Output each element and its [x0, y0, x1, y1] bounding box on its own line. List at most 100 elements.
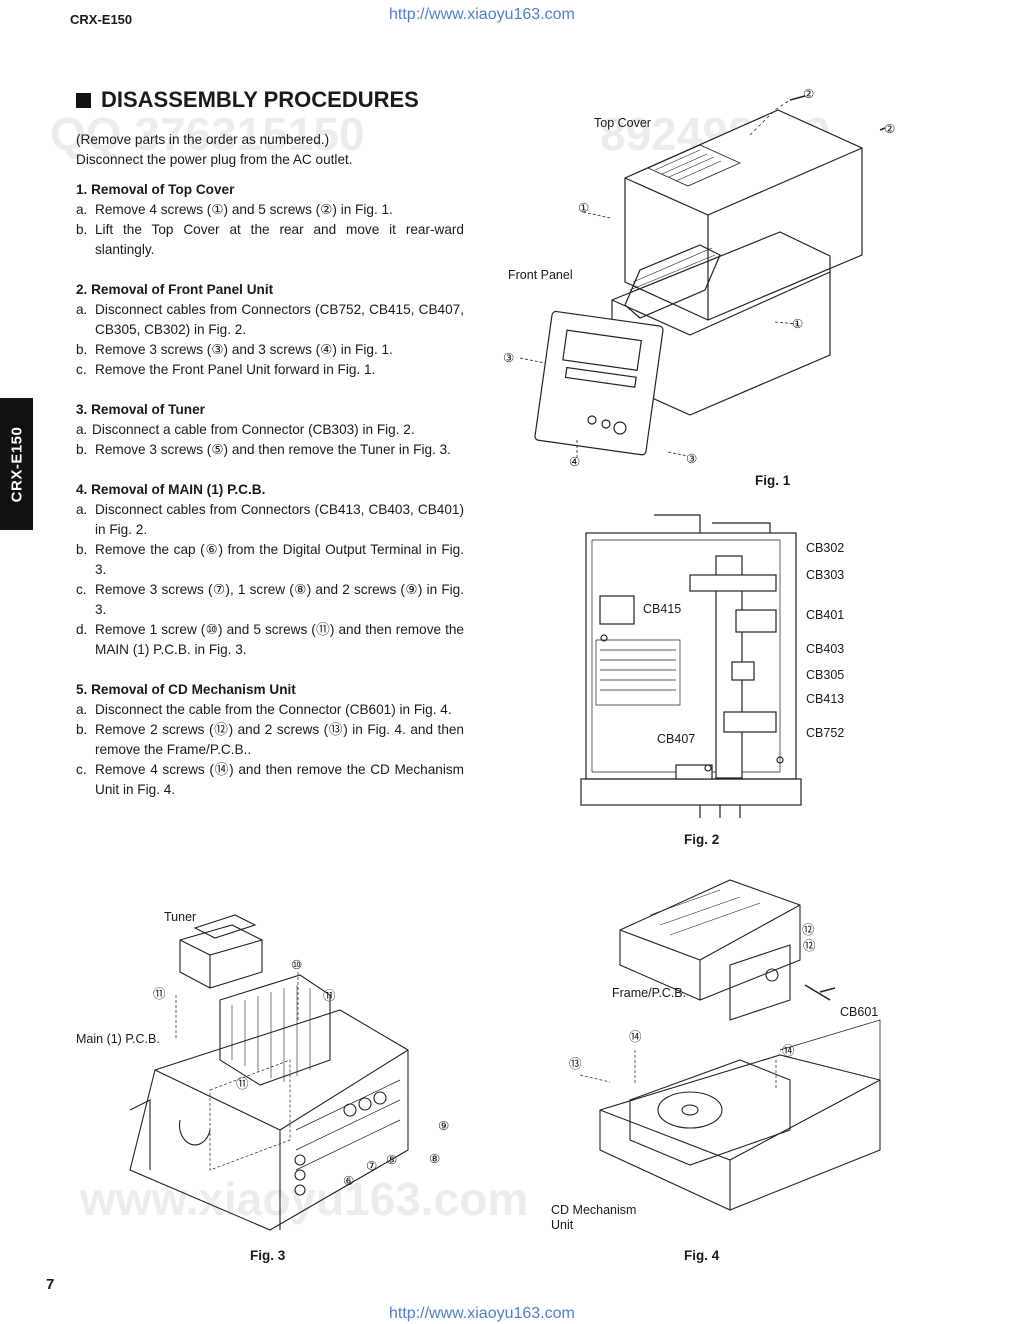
- fig1-callout-2: ②: [884, 122, 896, 136]
- fig4-label-frame-pcb: Frame/P.C.B.: [612, 986, 687, 1000]
- step: b. Lift the Top Cover at the rear and mov…: [76, 220, 464, 260]
- fig1-drawing: [519, 95, 886, 458]
- fig3-caption: Fig. 3: [250, 1248, 286, 1263]
- fig2-caption: Fig. 2: [684, 832, 720, 847]
- fig1-callout-3: ③: [503, 351, 515, 365]
- step-marker: b.: [76, 442, 88, 457]
- fig2-label-cb415: CB415: [643, 602, 682, 616]
- header-model: CRX-E150: [70, 12, 133, 27]
- fig2-label-cb403: CB403: [806, 642, 845, 656]
- fig1-caption: Fig. 1: [755, 473, 791, 488]
- fig4-callout-14: ⑭: [629, 1030, 642, 1044]
- step-marker: b.: [76, 222, 88, 237]
- step-marker: a.: [76, 702, 88, 717]
- intro-line2: Disconnect the power plug from the AC ou…: [76, 152, 353, 167]
- footer-url[interactable]: http://www.xiaoyu163.com: [389, 1305, 575, 1322]
- step-marker: b.: [76, 342, 88, 357]
- step-text: Remove the cap (⑥) from the Digital Outp…: [95, 542, 464, 577]
- step: a. Disconnect the cable from the Connecto…: [76, 700, 464, 720]
- step-text: Remove 2 screws (⑫) and 2 screws (⑬) in …: [95, 722, 464, 757]
- fig2-label-cb303: CB303: [806, 568, 845, 582]
- fig2-label-cb407: CB407: [657, 732, 696, 746]
- section-heading: 1. Removal of Top Cover: [76, 182, 235, 197]
- fig4-callout-14: ⑭: [782, 1044, 795, 1058]
- header-url[interactable]: http://www.xiaoyu163.com: [389, 6, 575, 23]
- fig1-callout-3: ③: [686, 452, 698, 466]
- fig3-drawing: [129, 914, 409, 1231]
- step-marker: d.: [76, 622, 88, 637]
- step-marker: a.: [76, 302, 88, 317]
- fig1-callout-1: ①: [578, 201, 590, 215]
- fig4-label-cd-mech-line1: CD Mechanism: [551, 1203, 637, 1217]
- step-text: Disconnect the cable from the Connector …: [95, 702, 452, 717]
- intro-line1: (Remove parts in the order as numbered.): [76, 132, 330, 147]
- fig2-drawing: [580, 514, 802, 818]
- step-marker: c.: [76, 582, 87, 597]
- fig3-callout-11: ⑪: [323, 989, 336, 1003]
- step-text: Remove 4 screws (⑭) and then remove the …: [95, 762, 464, 797]
- section-heading: 4. Removal of MAIN (1) P.C.B.: [76, 482, 266, 497]
- step: c.Remove 4 screws (⑭) and then remove th…: [76, 760, 464, 800]
- page-number: 7: [46, 1276, 55, 1293]
- section-cd-mechanism: 5. Removal of CD Mechanism Unit a. Discon…: [76, 680, 464, 800]
- fig3-callout-5: ⑤: [386, 1153, 398, 1167]
- fig2-label-cb302: CB302: [806, 541, 845, 555]
- step-marker: a.: [76, 502, 88, 517]
- step: d. Remove 1 screw (⑩) and 5 screws (⑪) an…: [76, 620, 464, 660]
- step: a. Disconnect a cable from Connector (CB3…: [76, 420, 464, 440]
- step-text: Remove 3 screws (⑤) and then remove the …: [95, 442, 451, 457]
- fig4-label-cd-mech-line2: Unit: [551, 1218, 574, 1232]
- fig1-label-top-cover: Top Cover: [594, 116, 651, 130]
- step: c. Remove the Front Panel Unit forward in…: [76, 360, 464, 380]
- fig3-label-main-pcb: Main (1) P.C.B.: [76, 1032, 160, 1046]
- section-top-cover: 1. Removal of Top Cover a. Remove 4 screw…: [76, 180, 464, 260]
- step: a. Disconnect cables from Connectors (CB4…: [76, 500, 464, 540]
- section-heading: 5. Removal of CD Mechanism Unit: [76, 682, 296, 697]
- step: b. Remove 3 screws (③) and 3 screws (④) i…: [76, 340, 464, 360]
- section-heading: 2. Removal of Front Panel Unit: [76, 282, 274, 297]
- side-tab: CRX-E150: [0, 398, 33, 530]
- fig3-callout-6: ⑥: [343, 1174, 355, 1188]
- step: a. Remove 4 screws (①) and 5 screws (②) i…: [76, 200, 464, 220]
- fig1-callout-2: ②: [803, 87, 815, 101]
- step: b.Remove the cap (⑥) from the Digital Ou…: [76, 540, 464, 580]
- fig3-label-tuner: Tuner: [164, 910, 197, 924]
- fig4-label-cb601: CB601: [840, 1005, 879, 1019]
- step: a. Disconnect cables from Connectors (CB7…: [76, 300, 464, 340]
- step-marker: b.: [76, 722, 88, 737]
- fig1-callout-1: ①: [792, 317, 804, 331]
- step-text: Remove 1 screw (⑩) and 5 screws (⑪) and …: [95, 622, 464, 657]
- fig4-callout-13: ⑬: [569, 1057, 582, 1071]
- step-text: Remove 4 screws (①) and 5 screws (②) in …: [95, 202, 393, 217]
- fig1-callout-4: ④: [569, 455, 581, 469]
- page-title: DISASSEMBLY PROCEDURES: [76, 87, 419, 113]
- fig4-callout-12: ⑫: [802, 923, 815, 937]
- fig3-callout-11: ⑪: [153, 987, 166, 1001]
- step-text: Remove 3 screws (⑦), 1 screw (⑧) and 2 s…: [95, 582, 464, 617]
- fig2-label-cb752: CB752: [806, 726, 845, 740]
- step: b. Remove 3 screws (⑤) and then remove th…: [76, 440, 464, 460]
- fig4-caption: Fig. 4: [684, 1248, 720, 1263]
- step-marker: a.: [76, 422, 88, 437]
- section-front-panel: 2. Removal of Front Panel Unit a. Disconn…: [76, 280, 464, 380]
- step-text: Remove the Front Panel Unit forward in F…: [95, 362, 376, 377]
- fig2-label-cb305: CB305: [806, 668, 845, 682]
- fig3-callout-10: ⑩: [291, 958, 303, 972]
- step-marker: a.: [76, 202, 88, 217]
- step-text: Disconnect cables from Connectors (CB413…: [95, 502, 464, 537]
- title-bullet-icon: [76, 92, 91, 108]
- fig3-callout-8: ⑧: [429, 1152, 441, 1166]
- section-heading: 3. Removal of Tuner: [76, 402, 205, 417]
- step-text: Disconnect cables from Connectors (CB752…: [95, 302, 464, 337]
- fig3-callout-7: ⑦: [366, 1159, 378, 1173]
- section-tuner: 3. Removal of Tuner a. Disconnect a cable…: [76, 400, 464, 460]
- fig2-label-cb413: CB413: [806, 692, 845, 706]
- step-text: Lift the Top Cover at the rear and move …: [95, 222, 464, 257]
- step-text: Remove 3 screws (③) and 3 screws (④) in …: [95, 342, 393, 357]
- fig3-callout-11: ⑪: [236, 1077, 249, 1091]
- step-marker: c.: [76, 362, 87, 377]
- step-text: Disconnect a cable from Connector (CB303…: [92, 422, 415, 437]
- procedure-text: (Remove parts in the order as numbered.)…: [76, 130, 464, 820]
- side-tab-label: CRX-E150: [8, 426, 26, 502]
